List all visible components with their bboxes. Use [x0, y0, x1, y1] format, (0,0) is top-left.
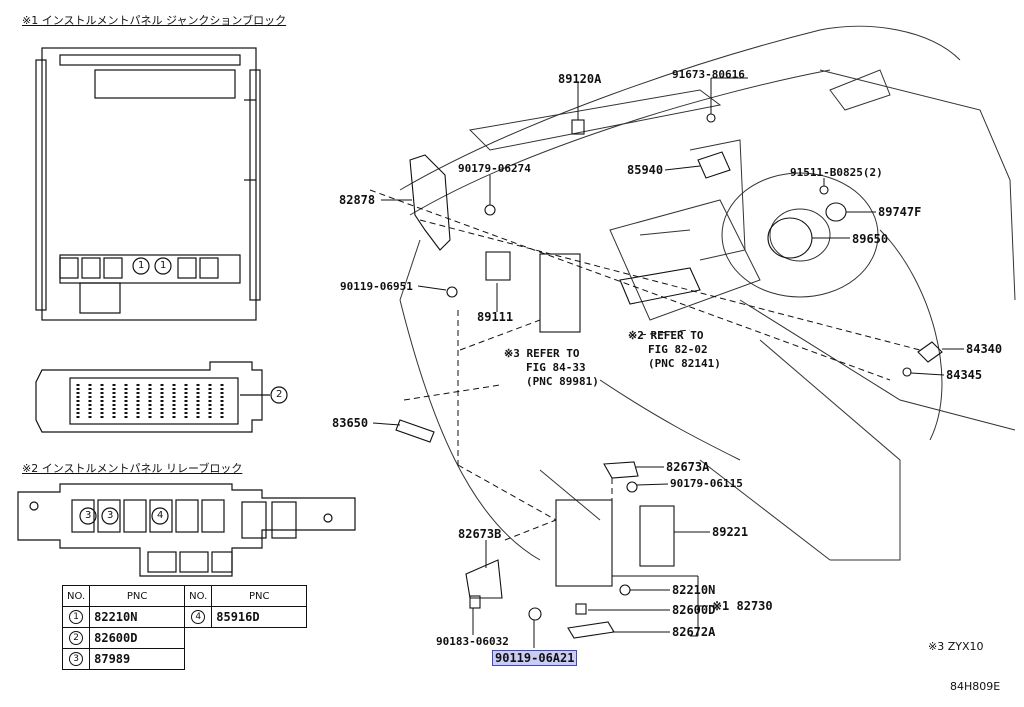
bracket-82878	[409, 154, 451, 251]
row-no: 2	[61, 627, 91, 649]
row-no-2: 4	[184, 606, 213, 628]
pipe-83650	[395, 419, 435, 443]
clip-84345	[902, 367, 912, 377]
circle-label-1b: 1	[160, 260, 167, 271]
part-label-82730[interactable]: ※1 82730	[712, 599, 773, 613]
row-pnc: 87989	[89, 648, 186, 670]
instrument-panel-drawing	[399, 25, 1016, 561]
clip-90179-06274	[484, 204, 496, 216]
figure-code: 84H809E	[950, 680, 1001, 693]
relay-82141	[619, 267, 701, 305]
part-label-90179-06274[interactable]: 90179-06274	[458, 162, 531, 175]
part-label-91673-80616[interactable]: 91673-80616	[672, 68, 745, 81]
ref-note-3-line3: (PNC 89981)	[526, 375, 599, 388]
header-no-2: NO.	[184, 585, 213, 607]
components-drawing	[395, 113, 943, 639]
circle-mark-2	[270, 386, 288, 404]
part-label-85940[interactable]: 85940	[627, 163, 664, 177]
table-row: 2 82600D	[61, 627, 307, 649]
part-label-90179-06115[interactable]: 90179-06115	[670, 477, 743, 490]
reference-lines	[369, 189, 921, 541]
circle-mark-1a	[132, 257, 150, 275]
part-82672A	[567, 621, 615, 639]
bracket-82673A	[603, 461, 639, 479]
circle-mark-3b	[101, 507, 119, 525]
spiral-cable-89650	[767, 217, 813, 259]
circle-label-4: 4	[157, 510, 164, 521]
junction-block-title: ※1 インストルメントパネル ジャンクションブロック	[22, 14, 287, 27]
screw-91511	[819, 185, 829, 195]
pnc-table: NO. PNC NO. PNC 1 82210N 4 85916D 2 8260…	[61, 585, 308, 670]
circle-label-2: 2	[276, 389, 283, 400]
part-label-91511-b0825[interactable]: 91511-B0825(2)	[790, 166, 883, 179]
switch-84340	[917, 341, 943, 363]
ref-note-2-line1: ※2 REFER TO	[628, 329, 704, 342]
header-no: NO.	[61, 585, 91, 607]
pnc-table-header: NO. PNC NO. PNC	[61, 585, 308, 607]
part-label-84345[interactable]: 84345	[946, 368, 983, 382]
row-pnc: 82600D	[89, 627, 186, 649]
bolt-90119-06A21	[528, 607, 542, 621]
leader-lines	[372, 77, 964, 648]
part-label-83650[interactable]: 83650	[332, 416, 369, 430]
clip-90179-06115	[626, 481, 638, 493]
part-label-82878[interactable]: 82878	[339, 193, 376, 207]
row-pnc-2: 85916D	[211, 606, 308, 628]
circle-mark-1b	[154, 257, 172, 275]
module-89981	[539, 253, 581, 333]
ref-note-3-line2: FIG 84-33	[526, 361, 586, 374]
bracket-82673B	[465, 559, 503, 599]
module-89111	[485, 251, 511, 281]
sensor-85940	[697, 151, 731, 179]
ecu-89221	[639, 505, 675, 567]
footnote: ※3 ZYX10	[928, 640, 984, 653]
header-pnc-2: PNC	[211, 585, 308, 607]
clip-90183	[469, 595, 481, 609]
part-label-90119-06951[interactable]: 90119-06951	[340, 280, 413, 293]
screw-90119-06951	[446, 286, 458, 298]
part-label-82600d[interactable]: 82600D	[672, 603, 716, 617]
ref-note-2-line2: FIG 82-02	[648, 343, 708, 356]
part-82600D	[575, 603, 587, 615]
header-pnc: PNC	[89, 585, 186, 607]
part-label-89221[interactable]: 89221	[712, 525, 749, 539]
part-label-90119-06a21[interactable]: 90119-06A21	[492, 650, 578, 666]
circle-label-3a: 3	[85, 510, 92, 521]
bolt-91673	[706, 113, 716, 123]
circle-mark-4	[151, 507, 169, 525]
fuse-block-drawing	[35, 361, 288, 433]
row-no: 3	[61, 648, 91, 670]
part-label-82672a[interactable]: 82672A	[672, 625, 716, 639]
part-label-84340[interactable]: 84340	[966, 342, 1003, 356]
circle-label-1a: 1	[138, 260, 145, 271]
row-pnc: 82210N	[89, 606, 186, 628]
ref-note-3-line1: ※3 REFER TO	[504, 347, 580, 360]
part-82210N	[619, 584, 631, 596]
part-label-82673b[interactable]: 82673B	[458, 527, 502, 541]
part-label-89747f[interactable]: 89747F	[878, 205, 922, 219]
ref-note-2-line3: (PNC 82141)	[648, 357, 721, 370]
circle-mark-3a	[79, 507, 97, 525]
part-label-89111[interactable]: 89111	[477, 310, 514, 324]
part-label-82673a[interactable]: 82673A	[666, 460, 710, 474]
ecu-82730	[555, 499, 613, 587]
part-label-89650[interactable]: 89650	[852, 232, 889, 246]
part-label-90183-06032[interactable]: 90183-06032	[436, 635, 509, 648]
circle-label-3b: 3	[107, 510, 114, 521]
junction-block-drawing	[35, 47, 261, 321]
relay-block-drawing	[17, 483, 356, 577]
table-row: 1 82210N 4 85916D	[61, 606, 308, 628]
relay-block-title: ※2 インストルメントパネル リレーブロック	[22, 462, 243, 475]
horn-89747F	[825, 202, 847, 222]
row-no: 1	[61, 606, 91, 628]
part-label-82210n[interactable]: 82210N	[672, 583, 716, 597]
part-label-89120a[interactable]: 89120A	[558, 72, 602, 86]
table-row: 3 87989	[61, 648, 307, 670]
